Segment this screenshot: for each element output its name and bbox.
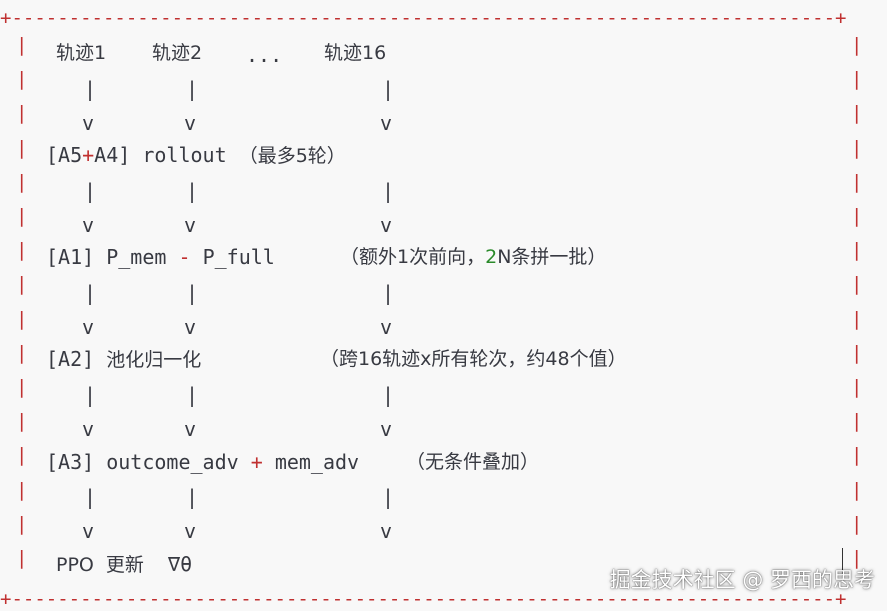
connector-pipe: | bbox=[186, 383, 199, 407]
minus-operator: - bbox=[178, 245, 191, 269]
ellipsis: ... bbox=[246, 43, 283, 67]
step-tag: A4] bbox=[94, 143, 131, 167]
plus-operator: + bbox=[250, 450, 263, 474]
note-number: 2 bbox=[485, 246, 498, 268]
connector-pipe: | bbox=[382, 179, 395, 203]
a1-note: （额外1次前向，2N条拼一批） bbox=[340, 246, 607, 268]
step-a2: [A2] 池化归一化 bbox=[46, 346, 201, 373]
connector-pipe: | bbox=[84, 77, 97, 101]
connector-pipe: | bbox=[382, 383, 395, 407]
border-bottom: +---------------------------------------… bbox=[0, 589, 847, 609]
arrow-down: v bbox=[184, 519, 197, 543]
step-tag: [A3] bbox=[46, 450, 95, 474]
arrow-down: v bbox=[82, 519, 95, 543]
connector-pipe: | bbox=[186, 77, 199, 101]
arrow-down: v bbox=[380, 417, 393, 441]
rollout-text: rollout bbox=[142, 143, 227, 167]
pool-normalize-text: 池化归一化 bbox=[106, 349, 202, 371]
mem-adv-text: mem_adv bbox=[274, 450, 360, 474]
connector-pipe: | bbox=[84, 485, 97, 509]
arrow-down: v bbox=[380, 519, 393, 543]
plus-operator: + bbox=[82, 143, 95, 167]
arrow-down: v bbox=[380, 111, 393, 135]
step-a3: [A3] outcome_adv + mem_adv bbox=[46, 449, 359, 475]
connector-pipe: | bbox=[186, 179, 199, 203]
step-a1: [A1] P_mem - P_full bbox=[46, 244, 275, 270]
gradient-symbol: ∇θ bbox=[168, 552, 193, 576]
connector-pipe: | bbox=[186, 281, 199, 305]
border-right: |||||||||||||||| bbox=[851, 34, 863, 570]
trajectory-16-label: 轨迹16 bbox=[324, 42, 387, 64]
connector-pipe: | bbox=[382, 281, 395, 305]
p-mem-text: P_mem bbox=[106, 245, 167, 269]
ppo-update: PPO 更新 ∇θ bbox=[56, 551, 192, 578]
outcome-adv-text: outcome_adv bbox=[106, 450, 239, 474]
arrow-down: v bbox=[184, 111, 197, 135]
arrow-down: v bbox=[380, 315, 393, 339]
connector-pipe: | bbox=[186, 485, 199, 509]
rollout-note: （最多5轮） bbox=[238, 145, 346, 167]
p-full-text: P_full bbox=[202, 245, 275, 269]
arrow-down: v bbox=[82, 111, 95, 135]
update-text: 更新 bbox=[105, 554, 144, 576]
arrow-down: v bbox=[82, 315, 95, 339]
arrow-down: v bbox=[184, 417, 197, 441]
connector-pipe: | bbox=[84, 383, 97, 407]
connector-pipe: | bbox=[84, 179, 97, 203]
ppo-label: PPO bbox=[56, 554, 94, 576]
connector-pipe: | bbox=[84, 281, 97, 305]
trajectory-1-label: 轨迹1 bbox=[56, 42, 107, 64]
step-tag: [A2] bbox=[46, 347, 95, 371]
connector-pipe: | bbox=[382, 77, 395, 101]
arrow-down: v bbox=[380, 213, 393, 237]
arrow-down: v bbox=[82, 213, 95, 237]
arrow-down: v bbox=[184, 213, 197, 237]
trajectory-2-label: 轨迹2 bbox=[152, 42, 203, 64]
watermark: 掘金技术社区 @ 罗西的思考 bbox=[609, 568, 875, 592]
step-tag: [A5 bbox=[46, 143, 83, 167]
step-a5-a4: [A5+A4] rollout （最多5轮） bbox=[46, 142, 346, 169]
a2-note: （跨16轨迹x所有轮次，约48个值） bbox=[320, 348, 627, 370]
arrow-down: v bbox=[82, 417, 95, 441]
border-top: +---------------------------------------… bbox=[0, 8, 847, 28]
arrow-down: v bbox=[184, 315, 197, 339]
step-tag: [A1] bbox=[46, 245, 95, 269]
text-cursor bbox=[842, 548, 843, 576]
a3-note: （无条件叠加） bbox=[406, 451, 540, 473]
border-left: |||||||||||||||| bbox=[16, 34, 28, 570]
connector-pipe: | bbox=[382, 485, 395, 509]
